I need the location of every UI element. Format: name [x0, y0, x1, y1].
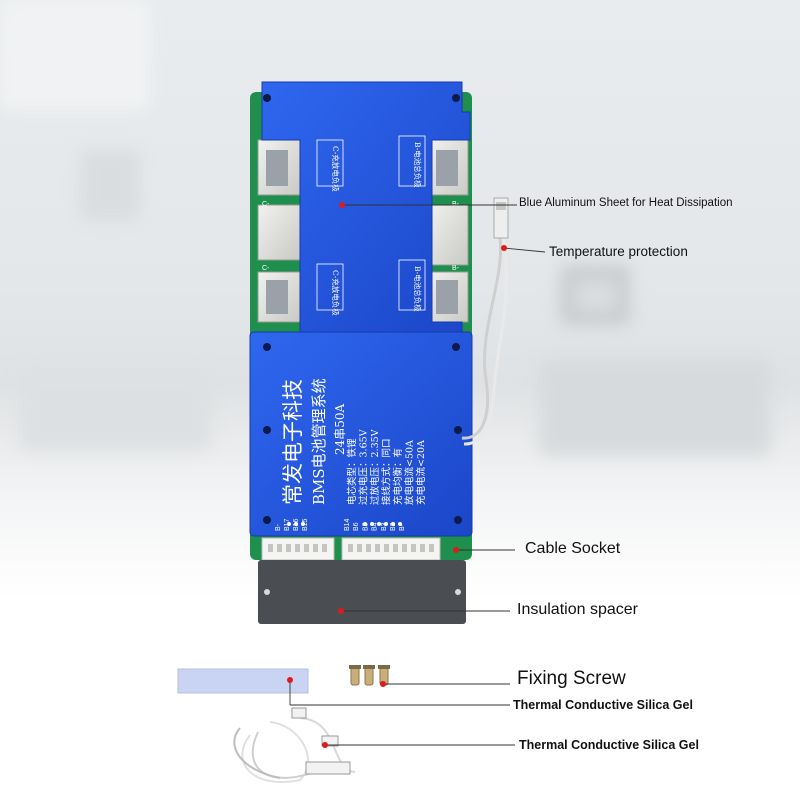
callout-cable-socket: Cable Socket [525, 540, 621, 557]
background-frame-inner [575, 280, 617, 312]
cable-socket-connectors [261, 537, 466, 561]
spec-line: 过放电压：2.35V [369, 429, 381, 505]
balance-pin-label: B- [399, 523, 406, 531]
balance-pin-label: B17 [284, 518, 291, 531]
blue-aluminum-sheet-top [261, 81, 471, 333]
edge-label-b-bottom: B- [452, 265, 460, 272]
background-sofa [540, 360, 770, 455]
spec-line: 充电电流<20A [415, 440, 427, 505]
callout-temperature-protection: Temperature protection [549, 244, 688, 259]
spec-line: 放电电流<50A [404, 440, 416, 505]
background-window [0, 0, 150, 110]
spec-line: 充电均衡：有 [392, 448, 404, 505]
callout-dots [287, 202, 507, 748]
balance-pin-label: B14 [344, 518, 351, 531]
background-sofa [20, 370, 210, 450]
balance-pin-label: B- [275, 523, 282, 531]
balance-cable-harness [233, 707, 356, 783]
mounting-screws [263, 94, 462, 524]
edge-label-c-bottom: C- [262, 265, 270, 272]
bms-label-block: 常发电子科技 BMS电池管理系统 24串50A [281, 378, 347, 505]
background-frame [80, 150, 140, 220]
balance-pin-label: B6 [353, 522, 360, 531]
spec-line: 电芯类型：铁锂 [346, 438, 358, 505]
svg-text:B-电池总负极: B-电池总负极 [413, 266, 423, 312]
svg-text:B-电池总负极: B-电池总负极 [413, 142, 423, 188]
balance-pin-dots [287, 522, 402, 526]
edge-label-c-top: C- [262, 201, 270, 208]
balance-pin-label: B16 [293, 518, 300, 531]
company-name: 常发电子科技 [281, 379, 305, 505]
callout-insulation-spacer: Insulation spacer [517, 601, 638, 618]
callout-heat-dissipation: Blue Aluminum Sheet for Heat Dissipation [519, 197, 733, 209]
pad-label-c-bottom: C-充放电负极 [316, 263, 344, 316]
pad-label-b-top: B-电池总负极 [398, 135, 426, 188]
terminal-pads-left [257, 139, 301, 323]
spec-rating: 24串50A [333, 403, 347, 455]
callout-silica-gel-harness: Thermal Conductive Silica Gel [519, 738, 699, 752]
pad-label-b-bottom: B-电池总负极 [398, 259, 426, 312]
balance-pin-label: B3 [381, 522, 388, 531]
callout-silica-gel-strip: Thermal Conductive Silica Gel [513, 698, 693, 712]
pad-label-c-top: C-充放电负极 [316, 139, 344, 192]
spec-line: 过充电压：3.65V [358, 429, 370, 505]
svg-text:C-充放电负极: C-充放电负极 [331, 270, 341, 316]
temperature-sensor [461, 197, 509, 446]
insulation-spacer [258, 560, 466, 624]
spec-line: 接线方式：同口 [381, 438, 393, 505]
balance-pin-label: B2 [390, 522, 397, 531]
system-name: BMS电池管理系统 [310, 378, 328, 505]
balance-pin-label: B4 [372, 522, 379, 531]
thermal-silica-gel-strip [177, 668, 309, 694]
edge-label-b-top: B- [452, 201, 460, 208]
balance-pin-label: B15 [302, 518, 309, 531]
callout-fixing-screw: Fixing Screw [517, 668, 626, 689]
blue-aluminum-sheet-bottom [249, 331, 473, 537]
fixing-screws [349, 665, 390, 686]
svg-text:C-充放电负极: C-充放电负极 [331, 146, 341, 192]
callout-lines [289, 204, 546, 746]
balance-pin-label: B5 [362, 522, 369, 531]
terminal-pads-right [427, 139, 469, 323]
